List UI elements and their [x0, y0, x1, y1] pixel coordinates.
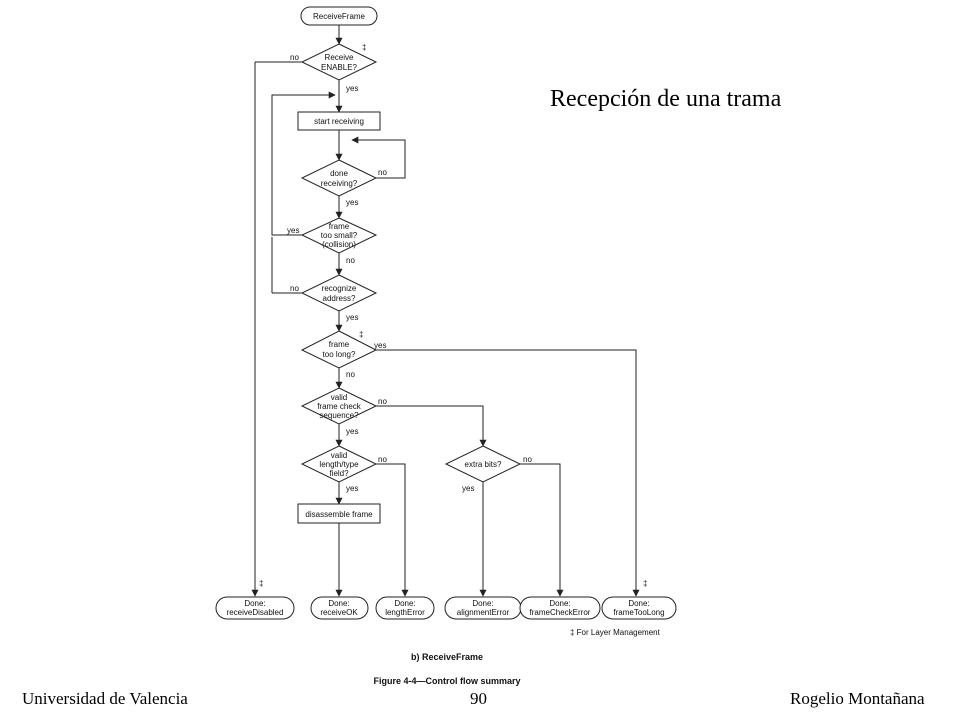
svg-text:Done:: Done:	[628, 599, 649, 608]
svg-text:frame check: frame check	[317, 402, 362, 411]
decision-extra-bits: extra bits?	[444, 445, 522, 483]
svg-text:disassemble frame: disassemble frame	[305, 510, 373, 519]
label-no-extra: no	[523, 455, 532, 464]
svg-text:Receive: Receive	[325, 53, 354, 62]
subcaption: b) ReceiveFrame	[411, 652, 483, 662]
footer-institution: Universidad de Valencia	[22, 689, 188, 708]
layer-management-note: ‡ For Layer Management	[570, 628, 661, 637]
decision-receive-enable: Receive ENABLE?	[300, 43, 378, 81]
dagger-frame-too-long: ‡	[643, 579, 647, 588]
label-yes-small: yes	[287, 226, 299, 235]
svg-text:frame: frame	[329, 340, 350, 349]
decision-too-long: frame too long?	[300, 330, 378, 369]
svg-text:field?: field?	[329, 469, 349, 478]
svg-text:Done:: Done:	[394, 599, 415, 608]
label-no-fcs: no	[378, 397, 387, 406]
decision-length-type: valid length/type field?	[300, 445, 378, 483]
svg-text:sequence?: sequence?	[319, 411, 359, 420]
label-no-small: no	[346, 256, 355, 265]
dagger-receive-disabled: ‡	[259, 579, 263, 588]
label-no-done: no	[378, 168, 387, 177]
svg-text:Done:: Done:	[328, 599, 349, 608]
label-yes-done: yes	[346, 198, 358, 207]
svg-text:(collision): (collision)	[322, 240, 356, 249]
svg-text:Done:: Done:	[549, 599, 570, 608]
dagger-enable: ‡	[362, 43, 366, 52]
label-yes-extra: yes	[462, 484, 474, 493]
terminal-alignment-error: Done: alignmentError	[444, 596, 522, 620]
svg-text:valid: valid	[331, 451, 347, 460]
decision-too-small: frame too small? (collision)	[300, 217, 378, 254]
svg-text:too long?: too long?	[323, 350, 356, 359]
svg-text:valid: valid	[331, 393, 347, 402]
label-yes-length: yes	[346, 484, 358, 493]
svg-text:address?: address?	[323, 294, 356, 303]
dagger-too-long: ‡	[359, 330, 363, 339]
svg-text:frame: frame	[329, 222, 350, 231]
terminal-frame-check-error: Done: frameCheckError	[519, 596, 601, 620]
svg-text:ReceiveFrame: ReceiveFrame	[313, 12, 366, 21]
svg-text:lengthError: lengthError	[385, 608, 425, 617]
decision-done-receiving: done receiving?	[300, 159, 378, 197]
svg-text:frameTooLong: frameTooLong	[613, 608, 664, 617]
label-no-long: no	[346, 370, 355, 379]
svg-text:receiving?: receiving?	[321, 179, 358, 188]
svg-text:alignmentError: alignmentError	[457, 608, 510, 617]
terminal-frame-too-long: Done: frameTooLong	[601, 596, 677, 620]
label-yes-recognize: yes	[346, 313, 358, 322]
svg-text:receiveOK: receiveOK	[320, 608, 358, 617]
connectors	[251, 25, 640, 597]
svg-text:start receiving: start receiving	[314, 117, 364, 126]
label-no-length: no	[378, 455, 387, 464]
label-yes-enable: yes	[346, 84, 358, 93]
label-no-recognize: no	[290, 284, 299, 293]
label-no-enable: no	[290, 53, 299, 62]
svg-text:length/type: length/type	[319, 460, 359, 469]
slide-title: Recepción de una trama	[550, 86, 782, 112]
svg-text:Done:: Done:	[244, 599, 265, 608]
label-yes-fcs: yes	[346, 427, 358, 436]
svg-text:receiveDisabled: receiveDisabled	[227, 608, 284, 617]
svg-text:recognize: recognize	[322, 284, 357, 293]
process-start-receiving: start receiving	[297, 111, 381, 131]
svg-text:Done:: Done:	[472, 599, 493, 608]
svg-text:ENABLE?: ENABLE?	[321, 63, 358, 72]
terminal-length-error: Done: lengthError	[375, 596, 435, 620]
svg-text:done: done	[330, 169, 348, 178]
process-disassemble-frame: disassemble frame	[297, 503, 381, 524]
footer-page-number: 90	[470, 689, 487, 708]
terminal-receive-ok: Done: receiveOK	[310, 596, 369, 620]
svg-text:frameCheckError: frameCheckError	[530, 608, 591, 617]
decision-recognize-address: recognize address?	[300, 274, 378, 312]
terminal-receive-disabled: Done: receiveDisabled	[215, 596, 295, 620]
footer-author: Rogelio Montañana	[790, 689, 925, 708]
svg-text:extra bits?: extra bits?	[465, 460, 502, 469]
decision-frame-check-sequence: valid frame check sequence?	[300, 387, 378, 425]
start-terminal: ReceiveFrame	[300, 6, 378, 26]
figure-caption: Figure 4-4—Control flow summary	[373, 676, 520, 686]
label-yes-long: yes	[374, 341, 386, 350]
svg-text:too small?: too small?	[321, 231, 358, 240]
